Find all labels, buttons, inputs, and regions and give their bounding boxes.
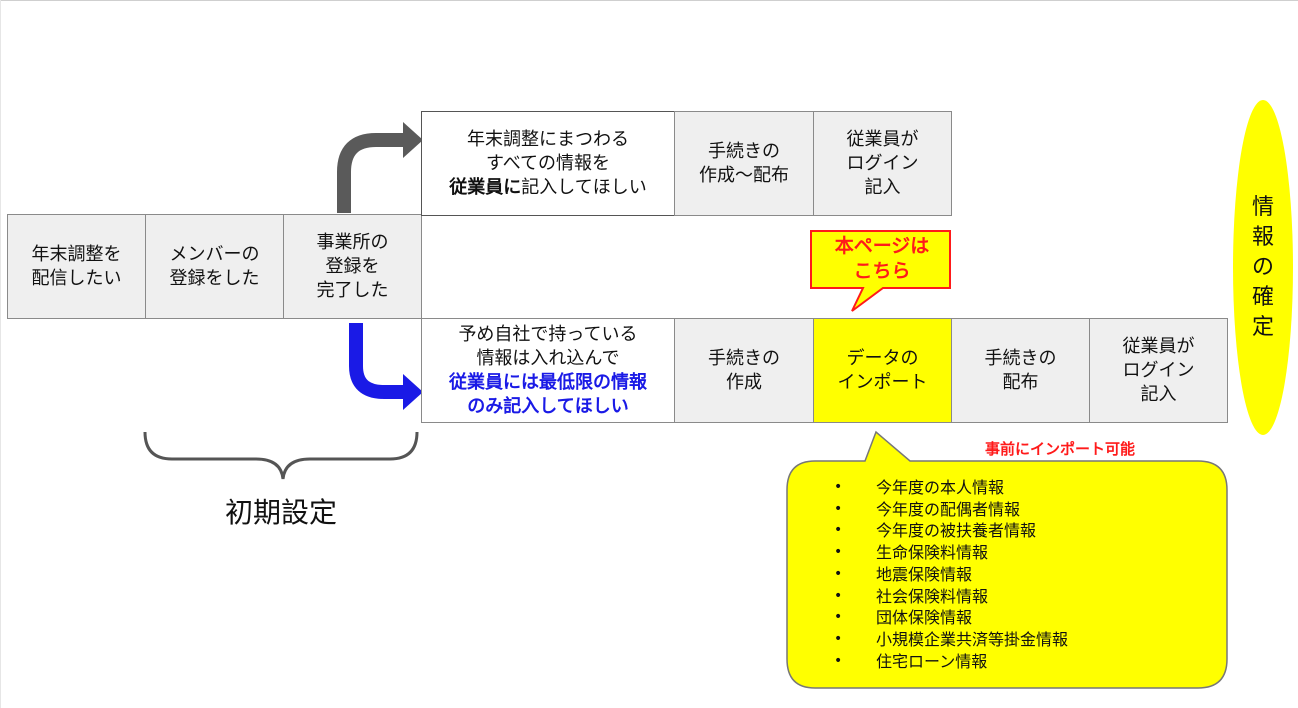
blue-arrow-head <box>403 374 423 410</box>
lower-choice-box: 予め自社で持っている 情報は入れ込んで 従業員には最低限の情報 のみ記入してほし… <box>421 318 675 423</box>
step-text-line: 手続きの <box>984 347 1057 369</box>
step-text-line: データの <box>846 347 919 369</box>
side-char: 報 <box>1251 224 1274 250</box>
this-page-callout: 本ページは こちら <box>815 234 949 284</box>
initial-step-distribute: 年末調整を 配信したい <box>7 214 146 319</box>
choice-text-rest: 記入してほしい <box>521 176 647 198</box>
step-text-line: 配信したい <box>31 267 122 289</box>
callout-line: 本ページは <box>834 235 930 257</box>
initial-step-office: 事業所の 登録を 完了した <box>283 214 422 319</box>
side-char: 情 <box>1251 194 1274 220</box>
import-list: 今年度の本人情報 今年度の配偶者情報 今年度の被扶養者情報 生命保険料情報 地震… <box>830 477 1068 672</box>
side-char: 定 <box>1251 314 1274 340</box>
choice-emphasis-line: のみ記入してほしい <box>467 395 629 417</box>
upper-step-create-distribute: 手続きの 作成〜配布 <box>674 111 814 216</box>
step-text-line: 事業所の <box>316 231 389 253</box>
step-text-line: 手続きの <box>708 140 780 162</box>
lower-step-create: 手続きの 作成 <box>674 318 814 423</box>
step-text-line: 従業員が <box>846 128 919 150</box>
choice-text-line: 情報は入れ込んで <box>476 347 620 369</box>
lower-step-employee-login: 従業員が ログイン 記入 <box>1089 318 1228 423</box>
step-text-line: 登録をした <box>169 267 260 289</box>
initial-step-members: メンバーの 登録をした <box>145 214 284 319</box>
step-text-line: インポート <box>837 371 928 393</box>
step-text-line: 従業員が <box>1122 335 1195 357</box>
upper-choice-box: 年末調整にまつわる すべての情報を 従業員に記入してほしい <box>421 111 675 216</box>
step-text-line: 手続きの <box>708 347 780 369</box>
lower-step-distribute: 手続きの 配布 <box>951 318 1090 423</box>
blue-branch-arrow <box>349 323 405 399</box>
initial-setup-brace <box>143 431 419 480</box>
step-text-line: ログイン <box>846 152 919 174</box>
upper-step-employee-login: 従業員が ログイン 記入 <box>813 111 952 216</box>
side-char: 確 <box>1251 284 1274 310</box>
import-list-item: 団体保険情報 <box>830 607 1068 629</box>
step-text-line: 記入 <box>864 176 901 198</box>
gray-arrow-head <box>403 122 423 158</box>
step-text-line: 登録を <box>325 255 380 277</box>
choice-emphasis: 従業員に <box>449 176 522 198</box>
gray-branch-arrow <box>337 133 405 213</box>
left-border <box>0 0 1 708</box>
step-text-line: 完了した <box>316 279 389 301</box>
step-text-line: 記入 <box>1140 383 1177 405</box>
step-text-line: 配布 <box>1002 371 1039 393</box>
import-list-item: 小規模企業共済等掛金情報 <box>830 629 1068 651</box>
step-text-line: 作成〜配布 <box>699 164 789 186</box>
import-list-item: 今年度の本人情報 <box>830 477 1068 499</box>
import-list-item: 社会保険料情報 <box>830 586 1068 608</box>
import-list-item: 今年度の被扶養者情報 <box>830 520 1068 542</box>
step-text-line: 作成 <box>726 371 762 393</box>
import-list-item: 今年度の配偶者情報 <box>830 499 1068 521</box>
info-finalize-ellipse: 情 報 の 確 定 <box>1233 100 1293 435</box>
top-border <box>0 0 1298 1</box>
choice-text-line: すべての情報を <box>485 152 611 174</box>
import-list-item: 地震保険情報 <box>830 564 1068 586</box>
initial-setup-label: 初期設定 <box>225 496 338 529</box>
choice-text-line: 予め自社で持っている <box>458 323 638 345</box>
choice-emphasis-line: 従業員には最低限の情報 <box>449 371 647 393</box>
lower-step-data-import: データの インポート <box>813 318 952 423</box>
step-text-line: ログイン <box>1122 359 1195 381</box>
choice-text-line: 従業員に記入してほしい <box>449 176 646 200</box>
choice-text-line: 年末調整にまつわる <box>467 128 629 150</box>
import-title: 事前にインポート可能 <box>985 440 1136 458</box>
callout-line: こちら <box>853 260 911 282</box>
import-list-item: 住宅ローン情報 <box>830 651 1068 673</box>
step-text-line: 年末調整を <box>31 243 122 265</box>
import-list-item: 生命保険料情報 <box>830 542 1068 564</box>
side-char: の <box>1251 254 1274 280</box>
step-text-line: メンバーの <box>169 243 260 265</box>
callout-shape <box>810 230 951 312</box>
